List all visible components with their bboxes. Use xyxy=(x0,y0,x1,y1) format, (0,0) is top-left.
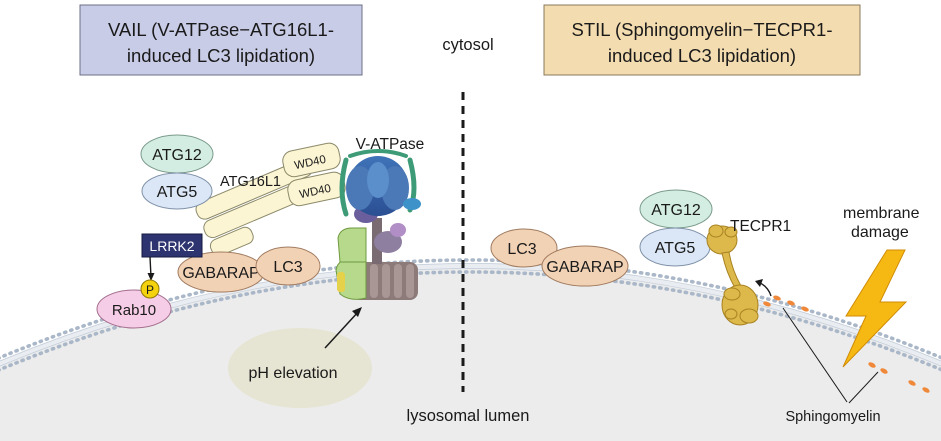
membrane-inner-leaflet xyxy=(0,270,941,372)
atg5-vail-label: ATG5 xyxy=(157,184,198,201)
phospho-group xyxy=(140,279,160,299)
lc3-vail-label: LC3 xyxy=(273,259,302,276)
v-atpase-label: V-ATPase xyxy=(356,136,425,153)
gabarap-stil-label: GABARAP xyxy=(546,259,623,276)
lc3-stil-label: LC3 xyxy=(507,241,536,258)
ph-elevation-zone xyxy=(228,328,372,408)
ph-arrow xyxy=(324,310,360,349)
atg12-stil-label: ATG12 xyxy=(651,202,701,219)
lrrk2-label: LRRK2 xyxy=(149,238,194,254)
gabarap-vail-label: GABARAP xyxy=(182,265,259,282)
membrane-outer-leaflet xyxy=(0,258,941,360)
lysosome-lumen xyxy=(0,266,941,441)
v-atpase-complex xyxy=(335,149,421,300)
atg5-vail xyxy=(141,172,213,210)
lc3-vail xyxy=(255,246,321,286)
stil-title-line1: STIL (Sphingomyelin−TECPR1- xyxy=(572,19,833,40)
vail-title-line1: VAIL (V-ATPase−ATG16L1- xyxy=(108,19,334,40)
sphingomyelin-pointer-1 xyxy=(782,307,848,403)
gabarap-stil xyxy=(541,245,629,287)
stil-title-line2: induced LC3 lipidation) xyxy=(608,45,796,66)
lightning-bolt-icon xyxy=(842,249,908,368)
tecpr1-protein xyxy=(706,224,759,326)
sphingomyelin-heads xyxy=(763,295,930,393)
tecpr1-label: TECPR1 xyxy=(730,218,791,235)
membrane-damage-line2: damage xyxy=(851,224,909,241)
atg16l1-label: ATG16L1 xyxy=(220,174,281,190)
vail-title-line2: induced LC3 lipidation) xyxy=(127,45,315,66)
rab10 xyxy=(96,289,172,329)
phospho-label: P xyxy=(146,283,154,297)
atg16l1-protein xyxy=(195,142,346,257)
atg12-vail-label: ATG12 xyxy=(152,147,202,164)
atg5-stil-label: ATG5 xyxy=(655,240,696,257)
rab10-label: Rab10 xyxy=(112,302,156,319)
lumen-label: lysosomal lumen xyxy=(407,407,530,425)
lrrk2-box xyxy=(141,233,203,258)
vail-title-box xyxy=(79,4,363,76)
membrane-damage-line1: membrane xyxy=(843,205,920,222)
ph-elevation-label: pH elevation xyxy=(249,365,338,382)
stil-title-box xyxy=(543,4,861,76)
cytosol-label: cytosol xyxy=(442,36,493,54)
sphingomyelin-pointer-2 xyxy=(848,371,879,404)
sphingomyelin-label: Sphingomyelin xyxy=(785,409,880,425)
lc3-stil xyxy=(490,228,558,268)
